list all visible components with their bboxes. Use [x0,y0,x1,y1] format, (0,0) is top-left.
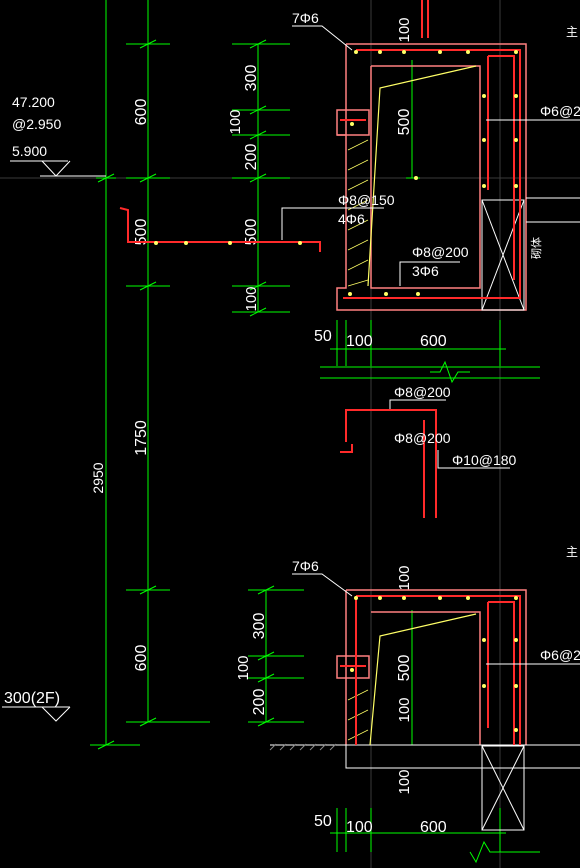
lower-rebar-lines [340,595,521,745]
lower-corner-label: 主 [566,545,578,559]
lower-width-600: 600 [420,819,447,836]
lower-hatch [347,689,369,741]
lower-dim-100-bottom: 100 [396,769,413,794]
upper-dim-100-top: 100 [396,17,413,42]
upper-top-bars: 7Φ6 [292,10,319,26]
middle-rebar-3: Φ10@180 [452,452,517,468]
dim-lower-600: 600 [133,645,150,672]
upper-width-600: 600 [420,333,447,350]
level-elev-3: 5.900 [12,143,47,159]
break-line-upper [430,360,470,384]
lower-outline-white [270,744,580,831]
upper-rebar-dots [154,50,518,296]
lower-dim-300: 300 [251,613,268,640]
upper-leaders [281,25,580,286]
middle-rebar-1: Φ8@200 [394,384,451,400]
upper-wall-label: 砌体 [529,237,543,259]
level-elev-2: @2.950 [12,116,61,132]
upper-beam-outline [336,43,527,311]
upper-column-box [481,197,580,311]
upper-slab-rebar-1: Φ8@150 [338,192,395,208]
upper-dim-300: 300 [243,65,260,92]
upper-bottom-rebar-2: 3Φ6 [412,263,439,279]
upper-width-100: 100 [346,333,373,350]
break-line-lower [469,840,540,864]
level-elev-1: 47.200 [12,94,55,110]
dim-total: 2950 [90,462,106,493]
lower-side-rebar: Φ6@20 [540,647,580,663]
lower-dimension-lines [248,585,506,852]
upper-dim-100-bottom: 100 [243,286,260,311]
lower-haunch-yellow [369,613,477,746]
lower-dim-100-inner: 100 [396,697,413,722]
lower-dim-100-top: 100 [396,565,413,590]
lower-ground-hatch [269,743,337,751]
upper-dimension-lines [232,39,540,379]
upper-dim-100: 100 [227,109,244,134]
level-marker-lower [2,706,71,722]
upper-dim-500-inner: 500 [396,109,413,136]
upper-slab-rebar-2: 4Φ6 [338,211,365,227]
level-floor-2f: 300(2F) [4,690,60,707]
upper-dim-500-slab: 500 [243,219,260,246]
dim-mid-500: 500 [133,219,150,246]
lower-width-50: 50 [314,813,332,830]
lower-rebar-dots [350,596,518,732]
dim-upper-600: 600 [133,99,150,126]
upper-rebar-lines [119,0,521,299]
upper-haunch-yellow [367,65,477,287]
upper-corner-label: 主 [566,25,578,39]
middle-leaders [389,399,510,469]
level-marker-upper [10,160,106,177]
lower-leaders [292,573,580,665]
dim-mid-1750: 1750 [133,420,150,456]
lower-beam-outline [336,589,527,745]
middle-rebar-lines [340,409,437,518]
upper-side-rebar: Φ6@20 [540,103,580,119]
vertical-dimension-chain [90,0,210,750]
upper-width-50: 50 [314,328,332,345]
lower-top-bars: 7Φ6 [292,558,319,574]
upper-bottom-rebar-1: Φ8@200 [412,244,469,260]
lower-dim-500-inner: 500 [396,655,413,682]
upper-dim-200: 200 [243,144,260,171]
lower-dim-100: 100 [235,655,252,680]
lower-width-100: 100 [346,819,373,836]
lower-dim-200: 200 [251,689,268,716]
middle-rebar-2: Φ8@200 [394,430,451,446]
